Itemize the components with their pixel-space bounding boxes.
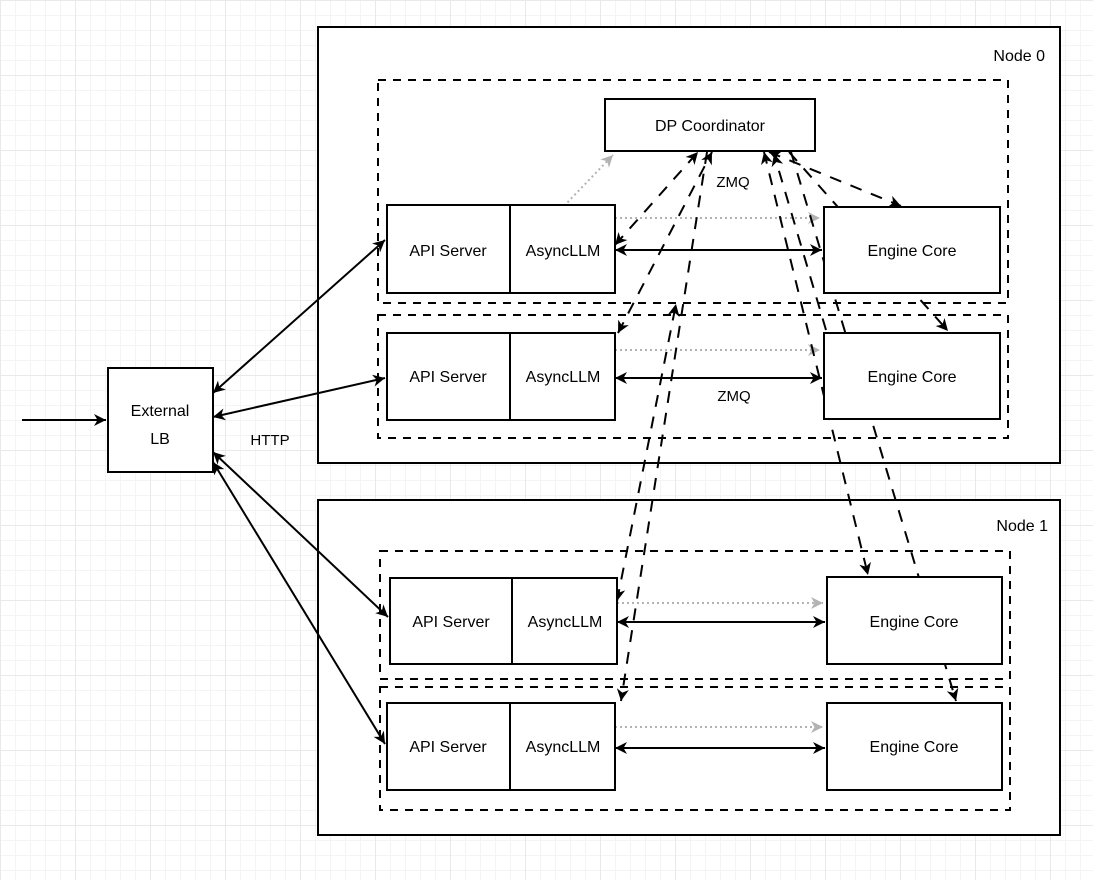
node1-label: Node 1 <box>996 518 1048 535</box>
api-server-2-box <box>386 332 616 421</box>
dp-coordinator-box <box>604 98 816 152</box>
arrow-lb-api-server-2 <box>212 374 386 421</box>
api-server-3-label: API Server <box>412 614 490 631</box>
dashed-dp-asyncllm3 <box>613 303 680 602</box>
engine-core-1-box <box>823 206 1001 294</box>
arrow-lb-api-server-4 <box>212 461 386 745</box>
external-lb-label-line1: External <box>131 403 190 420</box>
asyncllm-3-label: AsyncLLM <box>528 614 603 631</box>
dashed-dp-asyncllm4 <box>616 151 708 702</box>
engine-core-3-box <box>826 576 1003 665</box>
engine-core-3-label: Engine Core <box>870 614 959 631</box>
node0-rank0-group <box>377 79 1009 304</box>
engine-core-2-box <box>823 332 1001 420</box>
engine-core-4-label: Engine Core <box>870 739 959 756</box>
dashed-dp-engine3 <box>761 151 871 576</box>
dotted-asyncllm1-dp-coordinator <box>563 154 614 207</box>
api-server-4-label: API Server <box>409 739 487 756</box>
zmq-label-row2: ZMQ <box>717 388 750 405</box>
asyncllm-4-label: AsyncLLM <box>526 739 601 756</box>
api-server-1-box <box>386 204 616 294</box>
node1-rank1-group <box>379 686 1011 811</box>
api-server-2-label: API Server <box>409 369 487 386</box>
asyncllm-2-label: AsyncLLM <box>526 369 601 386</box>
engine-core-1-label: Engine Core <box>868 243 957 260</box>
http-label: HTTP <box>250 432 289 449</box>
node1-rank0-group <box>379 550 1011 680</box>
api-server-4-box <box>386 702 616 791</box>
arrow-lb-api-server-1 <box>212 239 386 394</box>
asyncllm-1-label: AsyncLLM <box>526 243 601 260</box>
external-lb-label-line2: LB <box>150 431 170 448</box>
engine-core-2-label: Engine Core <box>868 369 957 386</box>
dp-coordinator-label: DP Coordinator <box>655 118 766 135</box>
zmq-label-top: ZMQ <box>716 174 749 191</box>
api-server-3-box <box>389 577 618 665</box>
dashed-dp-asyncllm2 <box>617 151 713 334</box>
dashed-dp-engine4 <box>790 151 959 702</box>
node0-label: Node 0 <box>993 48 1045 65</box>
external-lb-box <box>107 367 214 473</box>
engine-core-4-box <box>826 702 1003 791</box>
api-server-1-label: API Server <box>409 243 487 260</box>
